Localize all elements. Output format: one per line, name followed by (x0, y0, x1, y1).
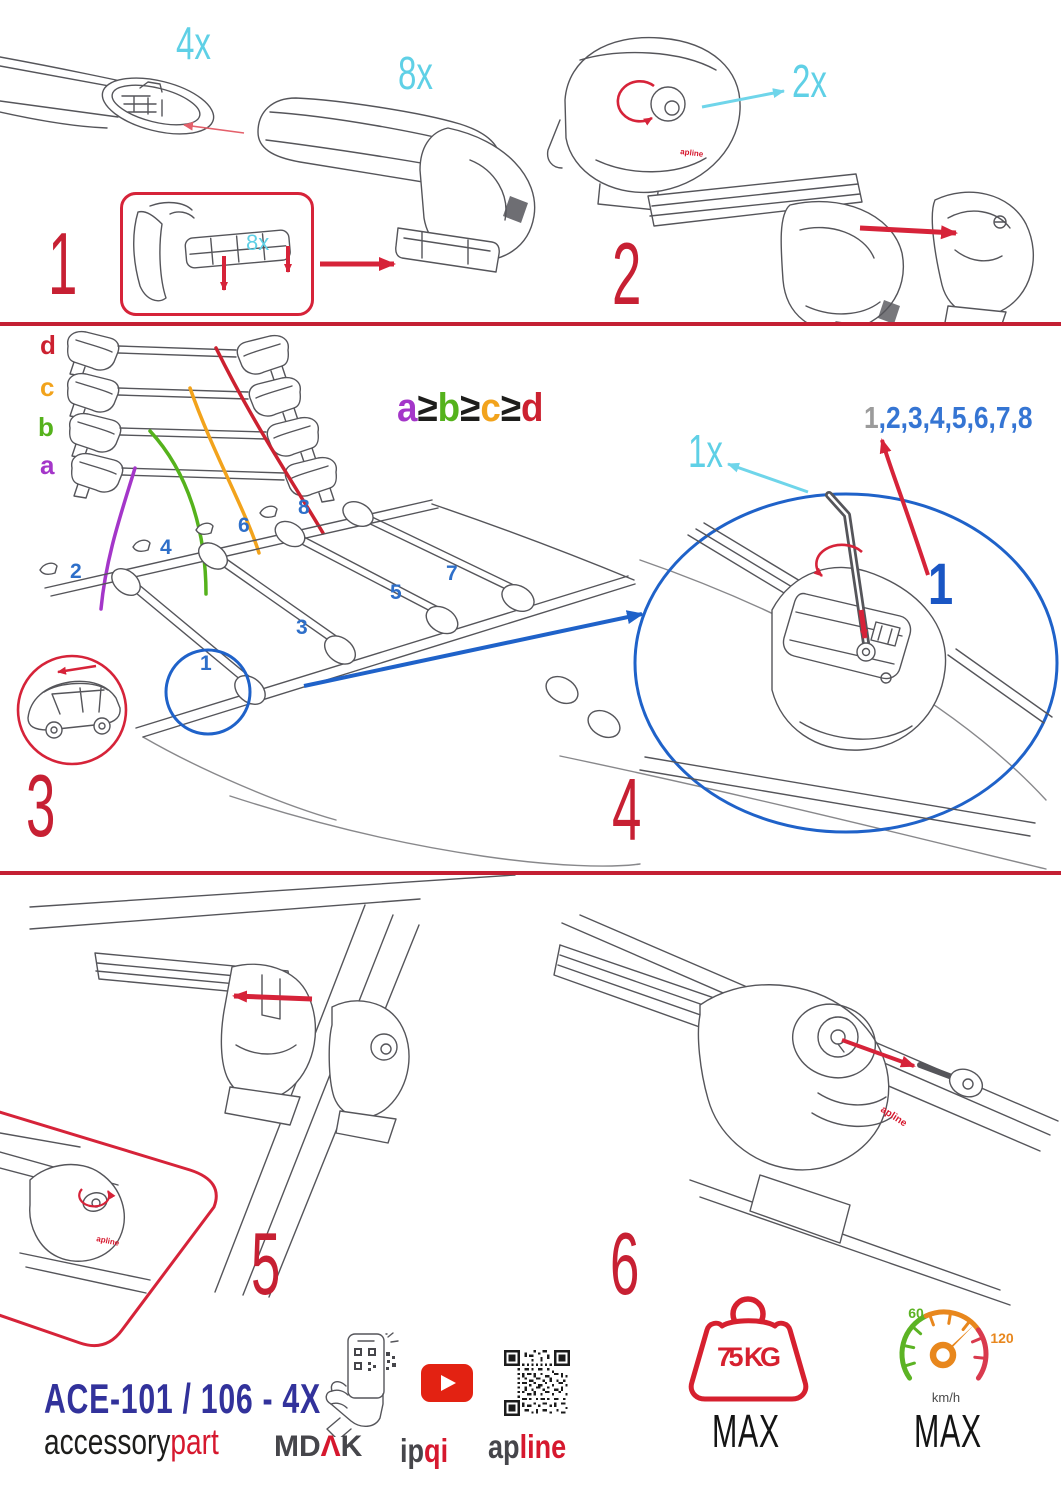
panel-outline (0, 1110, 218, 1348)
curve-a-purple (99, 466, 137, 611)
cover-slide-arrow (859, 225, 958, 240)
weight-max-label: MAX (712, 1405, 780, 1457)
key-lock-illustration: apline (553, 914, 1059, 1306)
position-7: 7 (446, 562, 458, 585)
mounted-crossbars (111, 501, 535, 705)
step1-step2-illustration: 8x apline (0, 36, 1034, 322)
bar-position-curves (99, 346, 325, 611)
speed-max: 120 (990, 1330, 1014, 1346)
max-weight-icon: 75 KG (688, 1296, 809, 1402)
curve-d-red (214, 346, 325, 535)
pad-qty-label: 8x (246, 230, 269, 255)
rule-d: d (521, 386, 544, 430)
mdak-logo: MDΛK (274, 1430, 363, 1463)
weight-value: 75 KG (717, 1342, 781, 1372)
roof-overview-illustration: 1 2 3 4 5 6 7 8 (39, 496, 1047, 870)
car-circle (16, 654, 128, 766)
position-8: 8 (298, 496, 310, 519)
brand-logo: apline (680, 147, 705, 159)
position-5: 5 (390, 581, 402, 604)
section-divider (0, 322, 1061, 326)
slide-arrow (232, 990, 313, 1003)
end-cap-cover (931, 191, 1034, 317)
lock-rotate-arrow (616, 80, 655, 126)
tool-qty-label: 1x (688, 425, 723, 477)
model-number: ACE-101 / 106 - 4X (44, 1375, 321, 1422)
grip-texture (503, 196, 528, 223)
speed-unit: km/h (932, 1390, 960, 1405)
pad-detail-box (120, 192, 314, 316)
tighten-order-number: 1 (928, 552, 954, 617)
step-3-number: 3 (26, 756, 56, 855)
bar-letter-d: d (40, 330, 56, 360)
speed-min: 60 (908, 1305, 924, 1321)
lock-rotate-arrow (78, 1188, 116, 1208)
crossbar-illustration (0, 56, 215, 135)
position-2: 2 (70, 560, 82, 583)
step-1-number: 1 (48, 214, 78, 313)
lock-qty-arrow (701, 88, 785, 109)
step-6-number: 6 (610, 1214, 640, 1313)
qr-scan-phone-icon (325, 1332, 399, 1437)
zoom-detail-circle (633, 492, 1059, 834)
pad-detail-illustration: 8x (133, 201, 292, 302)
bar-qty-label: 4x (176, 17, 211, 69)
torque-bolt (856, 642, 876, 662)
accessorypart-logo: accessorypart (44, 1421, 219, 1462)
zoom-callout-arrow (303, 610, 644, 688)
qr-code (504, 1350, 570, 1416)
position-4: 4 (160, 536, 172, 559)
bar-size-chart: d c b a (38, 330, 338, 503)
curve-b-green (148, 429, 208, 596)
foot-qty-label: 8x (398, 47, 433, 99)
position-1: 1 (200, 652, 212, 675)
step-2-number: 2 (612, 224, 642, 323)
tighten-down-arrow (858, 609, 868, 639)
apline-logo: apline (488, 1428, 567, 1465)
rule-b: b (437, 386, 461, 430)
order-callout-arrow (879, 438, 930, 576)
foot-illustration (257, 97, 536, 273)
speed-max-label: MAX (914, 1405, 982, 1457)
position-numbers: 1 2 3 4 5 6 7 8 (70, 496, 458, 675)
bar-order-rule: a≥b≥c≥d (397, 386, 544, 430)
step3-step4-illustration: d c b a (16, 330, 1059, 870)
step-4-number: 4 (612, 760, 642, 859)
lock-cylinder (817, 1016, 859, 1058)
torque-detail-illustration (633, 491, 1059, 837)
key (917, 1062, 984, 1098)
lock-foot-illustration: apline (546, 36, 741, 211)
bar-letter-a: a (40, 450, 55, 480)
bar-letter-c: c (40, 372, 54, 402)
rule-a: a (397, 386, 418, 430)
step5-step6-illustration: apline apline (0, 875, 1059, 1348)
rule-c: c (480, 386, 501, 430)
section-divider (0, 871, 1061, 875)
max-speed-icon: 60 120 km/h (899, 1305, 1014, 1405)
position-6: 6 (238, 514, 250, 537)
position-1-highlight-circle (164, 648, 252, 736)
step-5-number: 5 (251, 1214, 281, 1313)
curve-c-orange (188, 386, 261, 555)
tighten-sequence-label: 1,2,3,4,5,6,7,8 (864, 400, 1033, 435)
tool-qty-arrow (727, 462, 809, 494)
bar-letter-b: b (38, 412, 54, 442)
bar-cover-illustration (647, 173, 1034, 322)
car-direction-arrow (57, 664, 97, 675)
rotate-arrow (813, 543, 863, 577)
lock-qty-label: 2x (792, 55, 827, 107)
mounted-result-panel: apline (0, 1110, 218, 1348)
sliding-cover (328, 1000, 410, 1119)
key-insert-arrow (841, 1038, 916, 1068)
car-inset (16, 654, 128, 766)
foot-to-bar-arrow (183, 121, 245, 134)
youtube-icon (421, 1364, 473, 1402)
position-3: 3 (296, 616, 308, 639)
lock-cylinder (650, 86, 686, 122)
slide-in-illustration (29, 875, 516, 1298)
phone-qr-pixels (354, 1348, 396, 1371)
ipqi-logo: ipqi (400, 1432, 449, 1469)
